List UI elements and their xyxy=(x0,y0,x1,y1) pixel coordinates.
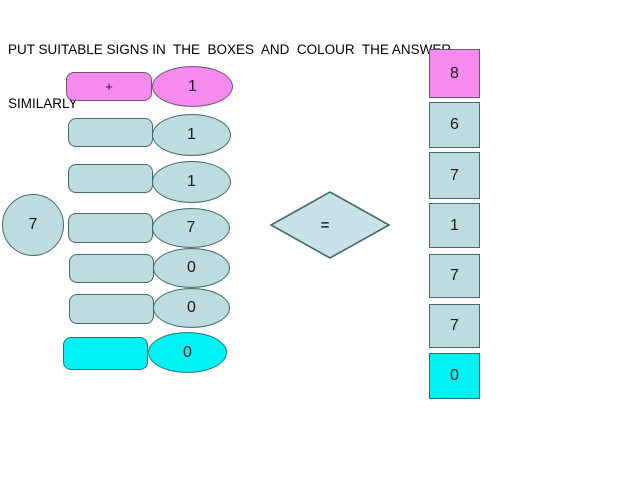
answer-4-value: 1 xyxy=(450,216,459,234)
answer-1-value: 8 xyxy=(450,64,459,82)
answer-square-4[interactable]: 1 xyxy=(429,203,480,248)
sign-box-6[interactable] xyxy=(69,294,154,324)
operand-ellipse-1[interactable]: 1 xyxy=(152,66,233,107)
operand-2-value: 1 xyxy=(187,126,196,143)
sign-box-2[interactable] xyxy=(68,118,153,147)
sign-box-5[interactable] xyxy=(69,254,154,283)
answer-square-1[interactable]: 8 xyxy=(429,49,480,98)
operand-1-value: 1 xyxy=(188,77,197,95)
answer-5-value: 7 xyxy=(450,267,459,284)
sign-box-3[interactable] xyxy=(68,164,153,193)
operand-ellipse-3[interactable]: 1 xyxy=(152,161,231,203)
answer-7-value: 0 xyxy=(450,367,459,384)
operand-ellipse-5[interactable]: 0 xyxy=(153,248,230,288)
answer-square-3[interactable]: 7 xyxy=(429,152,480,199)
sign-box-7[interactable] xyxy=(63,337,148,370)
sign-box-4[interactable] xyxy=(68,213,153,243)
answer-square-5[interactable]: 7 xyxy=(429,254,480,298)
answer-square-7[interactable]: 0 xyxy=(429,353,480,399)
answer-square-6[interactable]: 7 xyxy=(429,304,480,348)
answer-square-2[interactable]: 6 xyxy=(429,102,480,148)
title-line-1: PUT SUITABLE SIGNS IN THE BOXES AND COLO… xyxy=(8,42,452,57)
operand-7-value: 0 xyxy=(183,343,192,361)
operand-3-value: 1 xyxy=(187,173,196,190)
operand-ellipse-7[interactable]: 0 xyxy=(148,332,227,373)
sign-box-1-value: + xyxy=(105,79,113,94)
operand-6-value: 0 xyxy=(187,299,196,316)
operand-ellipse-2[interactable]: 1 xyxy=(152,114,231,156)
operand-ellipse-4[interactable]: 7 xyxy=(152,208,230,248)
equals-diamond xyxy=(269,191,391,259)
title-line-2: SIMILARLY xyxy=(8,96,78,111)
operand-5-value: 0 xyxy=(187,259,196,276)
operand-ellipse-6[interactable]: 0 xyxy=(153,288,230,328)
answer-3-value: 7 xyxy=(450,166,459,184)
operand-circle: 7 xyxy=(2,194,64,256)
answer-6-value: 7 xyxy=(450,317,459,334)
operand-4-value: 7 xyxy=(186,219,196,236)
sign-box-1[interactable]: + xyxy=(66,72,152,101)
operand-circle-value: 7 xyxy=(28,216,38,233)
answer-2-value: 6 xyxy=(450,116,459,133)
equals-sign: = xyxy=(320,216,330,234)
